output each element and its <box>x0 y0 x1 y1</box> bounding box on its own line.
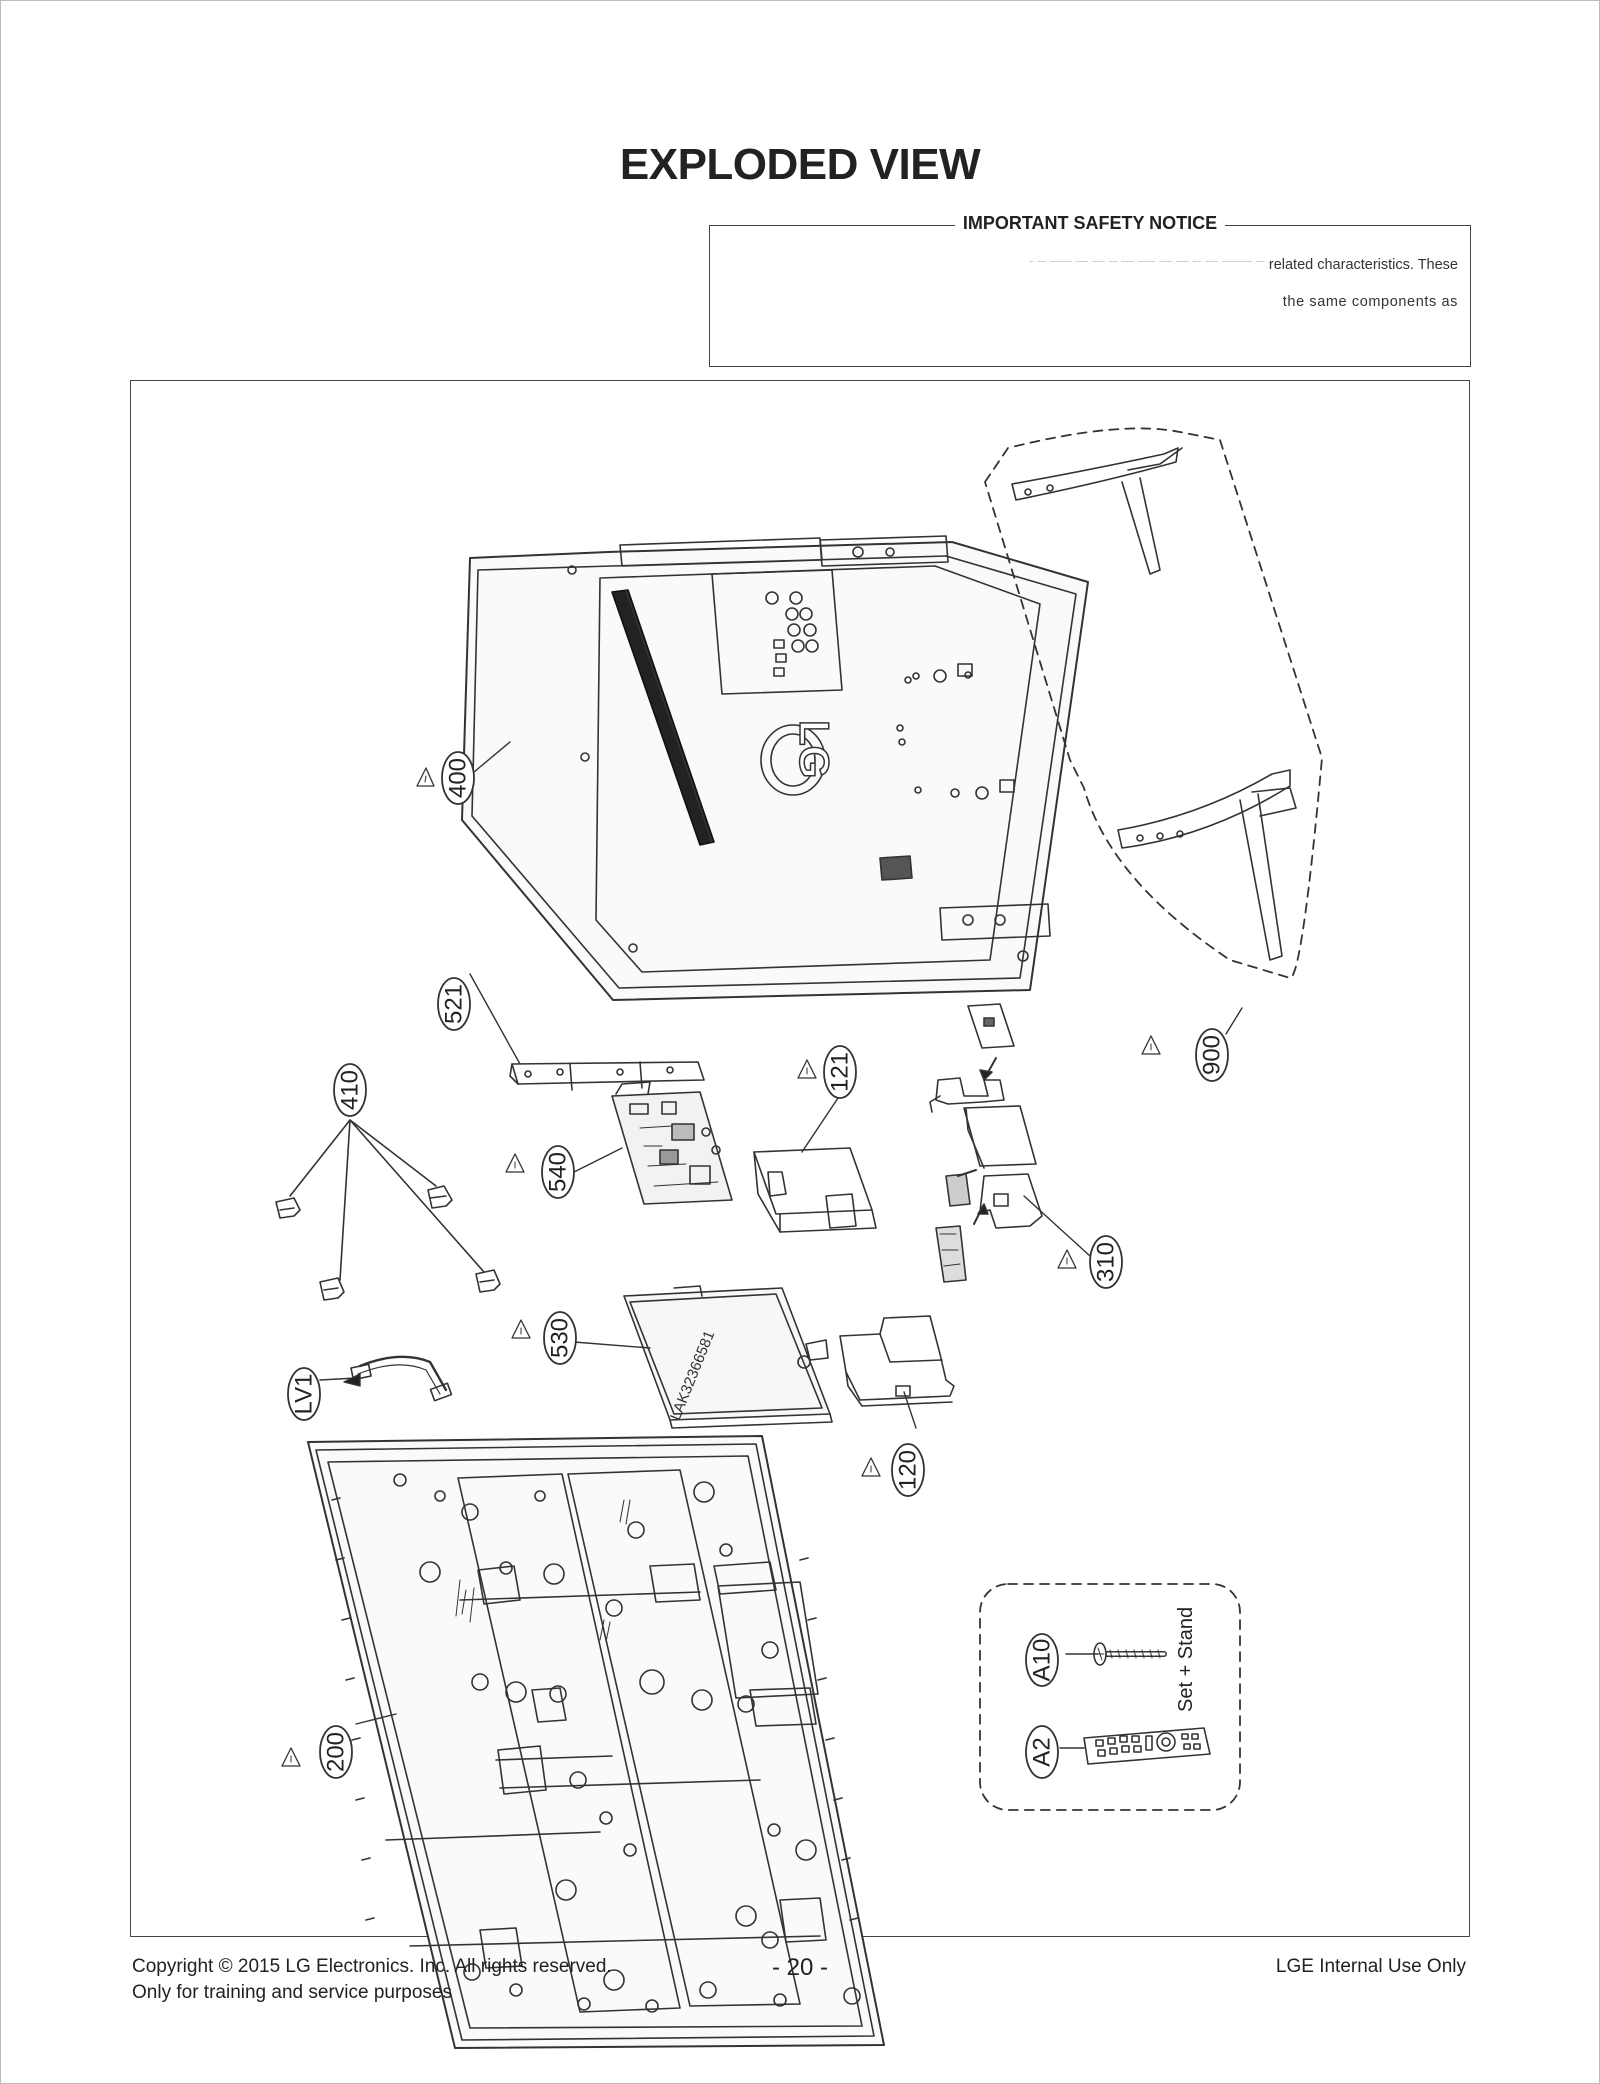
callout-200: 200 <box>281 1725 353 1779</box>
power-unit-121 <box>753 1147 877 1233</box>
footer-training-note: Only for training and service purposes <box>132 1982 452 2003</box>
svg-text:410: 410 <box>337 1070 364 1110</box>
svg-text:121: 121 <box>827 1052 854 1092</box>
callout-900: 900 <box>1141 1028 1229 1082</box>
footer-internal-use: LGE Internal Use Only <box>1275 1956 1466 1977</box>
callout-410: 410 <box>333 1063 367 1117</box>
stand-900 <box>984 427 1323 979</box>
svg-text:900: 900 <box>1199 1035 1226 1075</box>
main-board-540 <box>611 1081 733 1205</box>
accessory-box: Set + Stand <box>979 1583 1241 1811</box>
safety-notice-heading: IMPORTANT SAFETY NOTICE <box>954 213 1226 233</box>
power-supply-120 <box>839 1315 955 1407</box>
svg-text:LV1: LV1 <box>291 1374 318 1415</box>
lvds-cable-lv1 <box>350 1355 453 1402</box>
callout-a10: A10 <box>1025 1633 1059 1687</box>
callout-120: 120 <box>861 1443 925 1497</box>
page-number: - 20 - <box>771 1954 828 1981</box>
svg-text:530: 530 <box>547 1318 574 1358</box>
safety-notice-line-1: ‾ ‾‾ ‾‾‾‾‾ ‾‾‾ ‾‾‾ ‾‾ ‾‾‾ ‾‾‾‾ ‾‾‾ ‾‾‾ ‾… <box>1029 257 1458 273</box>
bracket-521 <box>509 1061 705 1091</box>
leader-lines <box>319 741 1243 1749</box>
svg-text:A2: A2 <box>1029 1737 1056 1766</box>
callout-121: 121 <box>797 1045 857 1099</box>
callout-400: 400 <box>416 751 475 805</box>
svg-text:200: 200 <box>323 1732 350 1772</box>
safety-notice-text-2: the same components as <box>1282 294 1458 310</box>
callout-540: 540 <box>505 1145 575 1199</box>
callout-lv1: LV1 <box>287 1367 321 1421</box>
svg-text:A10: A10 <box>1029 1639 1056 1682</box>
svg-text:521: 521 <box>441 984 468 1024</box>
svg-text:400: 400 <box>445 758 472 798</box>
set-stand-label: Set + Stand <box>1175 1607 1197 1712</box>
page-title: EXPLODED VIEW <box>619 140 981 189</box>
safety-notice-box: IMPORTANT SAFETY NOTICE ‾ ‾‾ ‾‾‾‾‾ ‾‾‾ ‾… <box>709 213 1471 367</box>
back-cover-400: LG <box>461 535 1089 1001</box>
callout-a2: A2 <box>1025 1725 1059 1779</box>
module-200 <box>307 1435 885 2049</box>
safety-notice-text-1: related characteristics. These <box>1268 257 1458 273</box>
notice-redaction <box>712 289 1258 364</box>
footer-copyright: Copyright © 2015 LG Electronics. Inc. Al… <box>132 1956 612 1977</box>
lg-logo-text: LG <box>791 720 838 778</box>
speaker-bracket-310 <box>929 1003 1043 1283</box>
svg-text:120: 120 <box>895 1450 922 1490</box>
svg-text:540: 540 <box>545 1152 572 1192</box>
clips-410 <box>275 1119 501 1301</box>
callouts: 400 900 521 410 121 540 <box>281 751 1229 1779</box>
callout-530: 530 <box>511 1311 577 1365</box>
callout-521: 521 <box>437 977 471 1031</box>
shield-530: LAK32366581 <box>623 1285 833 1429</box>
callout-310: 310 <box>1057 1235 1123 1289</box>
svg-text:310: 310 <box>1093 1242 1120 1282</box>
